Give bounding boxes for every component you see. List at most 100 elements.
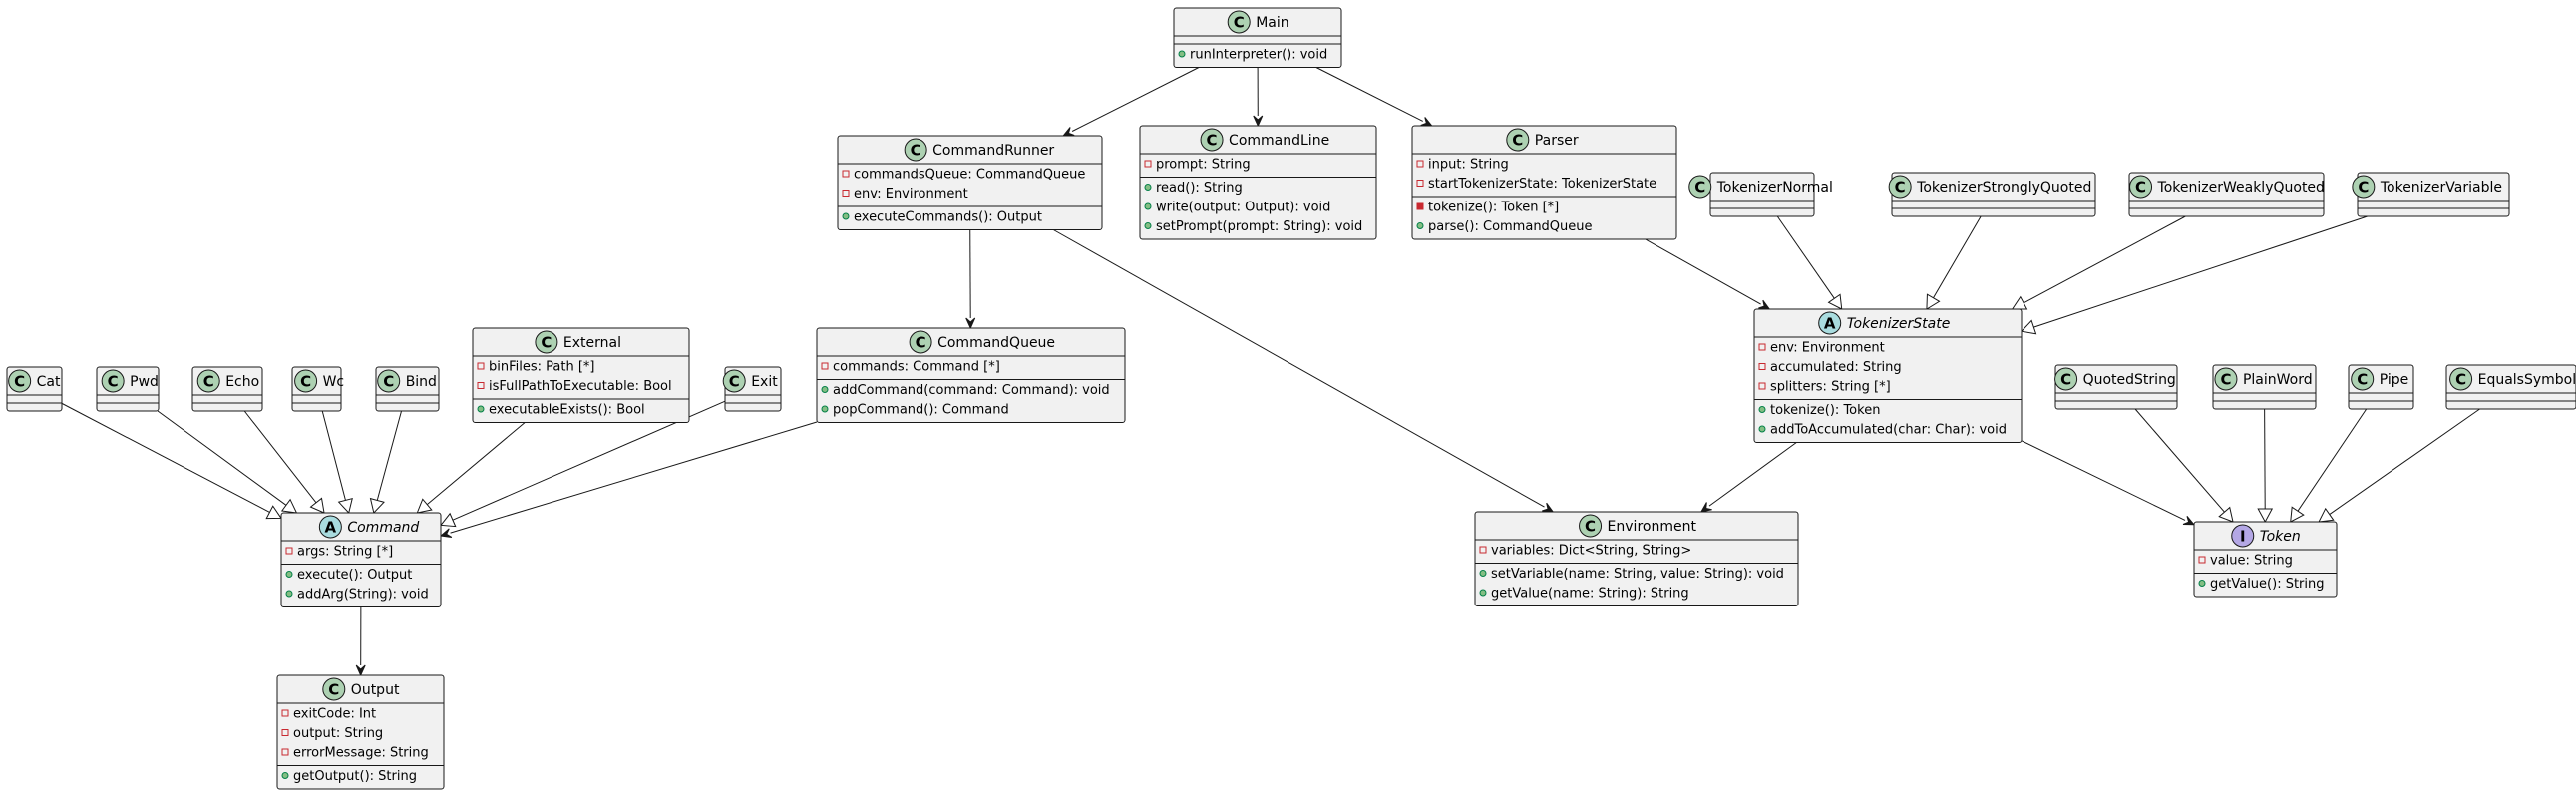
inheritance-arrowhead-icon [265,505,282,520]
public-visibility-icon [1479,589,1487,597]
relation-external-to-command [416,422,526,514]
abstract-class-badge-icon [318,515,342,539]
private-visibility-icon [285,547,293,555]
public-visibility-icon [1416,222,1424,229]
inheritance-arrowhead-icon [416,498,433,514]
class-pipe: C Pipe [2348,364,2414,410]
method: tokenize(): Token [*] [1428,201,1559,215]
class-badge-icon [1200,128,1224,152]
class-name: TokenizerStronglyQuoted [1916,180,2091,196]
inheritance-arrowhead-icon [280,498,298,514]
class-badge-icon [1688,175,1712,199]
association-line [1053,229,1545,508]
class-box [2445,364,2576,410]
attribute: errorMessage: String [293,746,429,761]
relation-tokenizernormal-to-tokenizerstate [1776,215,1843,310]
class-name: Bind [406,374,437,390]
stereotype-glyph: C [1895,179,1906,197]
method: parse(): CommandQueue [1428,219,1593,234]
stereotype-glyph: C [916,334,926,352]
association-line [450,421,818,534]
class-name: Output [351,682,400,698]
attribute: output: String [293,726,383,741]
method: executableExists(): Bool [489,403,645,418]
relation-tokenizervariable-to-tokenizerstate [2020,215,2368,335]
class-box [1709,172,1815,217]
class-quotedstring: C QuotedString [2054,364,2178,410]
method: write(output: Output): void [1156,201,1330,215]
attribute: isFullPathToExecutable: Bool [489,379,672,394]
stereotype-glyph: C [108,373,119,391]
private-visibility-icon [477,362,485,370]
generalization-line [2134,408,2225,513]
class-name: Wc [323,374,345,390]
attribute: splitters: String [*] [1770,380,1891,395]
method: popCommand(): Command [833,403,1009,418]
private-visibility-icon [821,362,829,370]
private-visibility-icon [281,709,289,717]
class-name: Pwd [130,374,159,390]
generalization-line [2033,215,2368,328]
class-name: TokenizerVariable [2380,180,2502,196]
association-arrowhead-icon [1253,115,1264,128]
stereotype-glyph: C [328,681,339,699]
public-visibility-icon [1758,406,1766,413]
class-badge-icon [2054,367,2078,391]
class-badge-icon [722,369,746,393]
public-visibility-icon [285,590,293,598]
method: runInterpreter(): void [1190,48,1327,63]
attribute: variables: Dict<String, String> [1491,544,1691,559]
method: getValue(): String [2210,577,2325,592]
attribute: value: String [2210,554,2293,569]
inheritance-arrowhead-icon [2318,507,2335,523]
private-visibility-icon [1758,363,1766,370]
relation-tokenizerstrongly-to-tokenizerstate [1926,215,1982,310]
stereotype-glyph: C [2357,371,2368,389]
class-name: Exit [751,374,778,390]
private-method-visibility-icon [1416,202,1424,210]
private-visibility-icon [1416,160,1424,168]
relation-command-to-output [355,606,366,677]
stereotype-glyph: C [2455,371,2466,389]
generalization-line [1933,215,1982,299]
public-visibility-icon [842,212,850,220]
class-name: CommandLine [1229,133,1329,149]
class-badge-icon [1227,10,1251,34]
class-badge-icon [535,330,558,354]
abstract-class-badge-icon [1818,311,1842,335]
relation-wc-to-command [321,410,353,515]
generalization-line [1776,215,1835,299]
relation-plainword-to-token [2257,408,2274,524]
attribute: binFiles: Path [*] [489,360,594,375]
class-box [1474,511,1799,606]
public-visibility-icon [2198,580,2206,587]
stereotype-glyph: C [2060,371,2071,389]
class-name: Cat [37,374,61,390]
inheritance-arrowhead-icon [1827,293,1843,310]
class-name: QuotedString [2083,372,2176,388]
private-visibility-icon [477,382,485,389]
method: addToAccumulated(char: Char): void [1770,423,2007,438]
generalization-line [243,410,317,504]
class-name: CommandQueue [937,335,1055,351]
class-box [2193,521,2338,598]
stereotype-glyph: I [2240,528,2246,546]
class-name: Main [1256,15,1288,31]
method: setPrompt(prompt: String): void [1156,219,1362,234]
relation-main-to-parser [1315,67,1433,127]
association-arrowhead-icon [965,317,976,330]
private-visibility-icon [1416,180,1424,187]
method: addArg(String): void [297,588,429,603]
stereotype-glyph: C [14,373,25,391]
class-name: Token [2260,529,2301,545]
class-name: Pipe [2380,372,2409,388]
attribute: env: Environment [854,187,968,202]
